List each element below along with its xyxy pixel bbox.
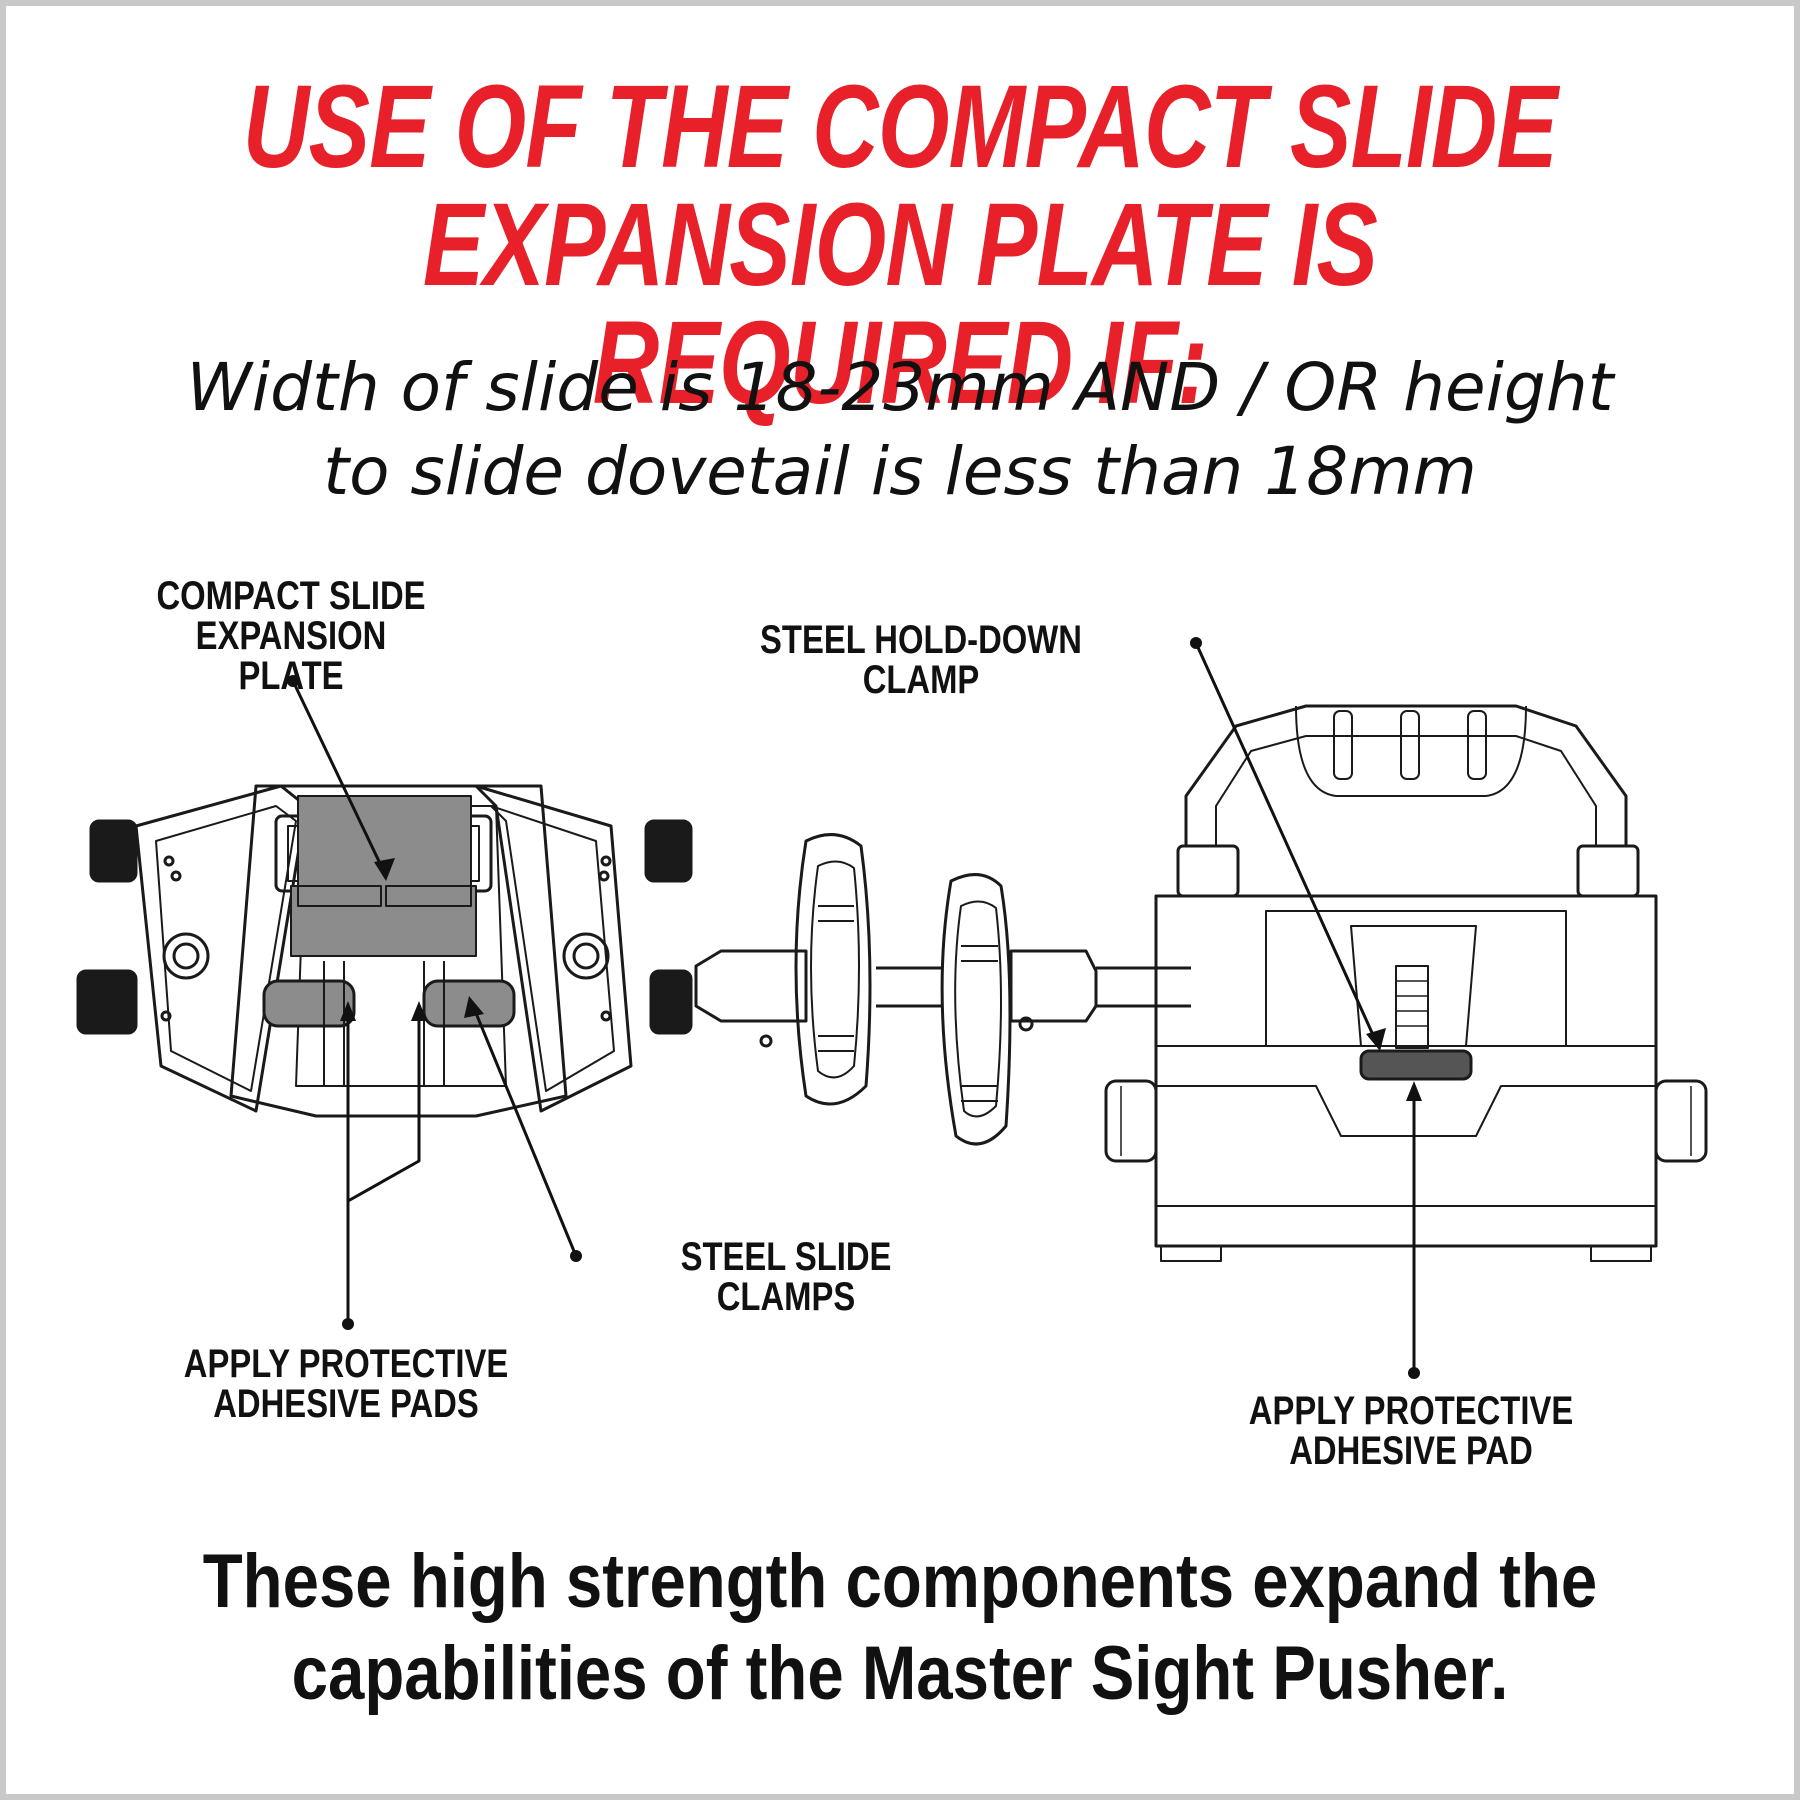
footer-line-1: These high strength components expand th… xyxy=(202,1539,1598,1624)
callout-adhesive-pads-line-1: APPLY PROTECTIVE xyxy=(183,1342,509,1386)
callout-slide-clamps: STEEL SLIDE CLAMPS xyxy=(618,1237,954,1317)
wheel-disc-2-icon xyxy=(940,873,1012,1146)
headline: USE OF THE COMPACT SLIDE EXPANSION PLATE… xyxy=(6,68,1794,422)
pusher-body-right-icon xyxy=(1104,704,1708,1262)
callout-adhesive-pads: APPLY PROTECTIVE ADHESIVE PADS xyxy=(182,1344,510,1424)
callout-adhesive-pad-line-2: ADHESIVE PAD xyxy=(1289,1429,1533,1473)
callout-expansion-plate-line-1: COMPACT SLIDE xyxy=(156,574,426,618)
leader-lines xyxy=(291,642,1416,1373)
headline-line-2: EXPANSION PLATE IS REQUIRED IF: xyxy=(422,179,1378,429)
subhead-line-1: Width of slide is 18-23mm AND / OR heigh… xyxy=(186,349,1614,426)
hold-down-clamp-part xyxy=(1359,1049,1473,1081)
callout-adhesive-pads-line-2: ADHESIVE PADS xyxy=(213,1382,479,1426)
callout-hold-down-clamp-line-1: STEEL HOLD-DOWN CLAMP xyxy=(760,618,1082,702)
callout-expansion-plate-line-2: EXPANSION PLATE xyxy=(195,614,387,698)
callout-hold-down-clamp: STEEL HOLD-DOWN CLAMP xyxy=(712,620,1130,700)
subhead: Width of slide is 18-23mm AND / OR heigh… xyxy=(6,346,1794,514)
wheel-disc-1-icon xyxy=(794,833,872,1106)
subhead-line-2: to slide dovetail is less than 18mm xyxy=(323,433,1477,510)
callout-expansion-plate: COMPACT SLIDE EXPANSION PLATE xyxy=(139,576,442,696)
sight-pusher-illustration xyxy=(76,637,1708,1379)
footer: These high strength components expand th… xyxy=(6,1536,1794,1720)
slide-clamp-left-part xyxy=(262,979,356,1028)
headline-line-1: USE OF THE COMPACT SLIDE xyxy=(242,61,1558,193)
callout-adhesive-pad-line-1: APPLY PROTECTIVE xyxy=(1248,1389,1574,1433)
callout-adhesive-pad: APPLY PROTECTIVE ADHESIVE PAD xyxy=(1247,1391,1575,1471)
callout-slide-clamps-line-1: STEEL SLIDE CLAMPS xyxy=(680,1235,892,1319)
footer-line-2: capabilities of the Master Sight Pusher. xyxy=(291,1631,1509,1716)
